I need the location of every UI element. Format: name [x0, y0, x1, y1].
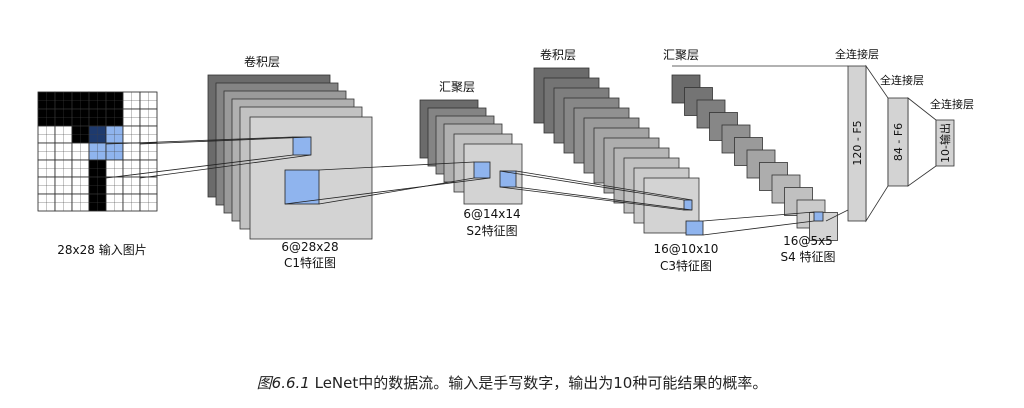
figure-number: 图6.6.1 — [256, 374, 310, 392]
f6-out-connector — [907, 97, 937, 187]
c1-pool-window — [284, 169, 320, 205]
s4-title: 汇聚层 — [663, 48, 699, 62]
f6-label: 84 - F6 — [892, 123, 905, 161]
s2-size-label: 6@14x14 — [463, 207, 520, 221]
caption-text: LeNet中的数据流。输入是手写数字，输出为10种可能结果的概率。 — [309, 374, 768, 392]
c1-feature-maps: 卷积层 6@28x28 C1特征图 — [207, 54, 373, 270]
s2-feature-maps: 汇聚层 6@14x14 S2特征图 — [419, 80, 523, 238]
s2-receptive-window — [499, 170, 517, 188]
c1-receptive-small — [292, 136, 312, 156]
f5-label: 120 - F5 — [851, 120, 864, 165]
s4-name-label: S4 特征图 — [780, 249, 835, 264]
s2-name-label: S2特征图 — [466, 223, 517, 238]
f6-layer — [887, 97, 909, 187]
out-label: 10-输出 — [938, 123, 952, 163]
f5-layer — [847, 65, 867, 222]
c3-pool-window — [685, 220, 704, 236]
out-title: 全连接层 — [930, 97, 974, 111]
c3-stack — [533, 67, 700, 234]
connectors-s2-c3 — [499, 170, 693, 211]
f5-title: 全连接层 — [835, 47, 879, 61]
input-image: 28x28 输入图片 — [37, 91, 158, 257]
figure-caption: 图6.6.1 LeNet中的数据流。输入是手写数字，输出为10种可能结果的概率。 — [0, 372, 1024, 393]
f6-title: 全连接层 — [880, 73, 924, 87]
connectors-input-c1 — [105, 136, 312, 179]
s2-pooled-cell — [473, 161, 491, 179]
connectors-c1-s2 — [284, 161, 491, 205]
c1-name-label: C1特征图 — [284, 255, 336, 270]
c3-title: 卷积层 — [540, 47, 576, 62]
input-label: 28x28 输入图片 — [57, 242, 146, 257]
dense-layers: 全连接层 120 - F5 全连接层 84 - F6 全连接层 10-输出 — [672, 47, 974, 223]
s4-stack — [671, 74, 838, 241]
s2-title: 汇聚层 — [439, 80, 475, 94]
s4-feature-maps: 汇聚层 16@5x5 S4 特征图 — [663, 48, 838, 264]
c3-size-label: 16@10x10 — [654, 242, 719, 256]
connectors-c3-s4 — [702, 211, 815, 236]
out-layer — [935, 119, 955, 167]
c1-size-label: 6@28x28 — [281, 240, 338, 254]
input-grid — [37, 91, 158, 212]
s4-pooled-cell — [813, 211, 824, 222]
c3-conv-cell — [683, 199, 693, 211]
c3-name-label: C3特征图 — [660, 258, 712, 273]
c3-feature-maps: 卷积层 16@10x10 C3特征图 — [533, 47, 719, 273]
c1-title: 卷积层 — [244, 54, 280, 69]
s4-size-label: 16@5x5 — [783, 234, 833, 248]
f5-f6-connector — [865, 64, 889, 223]
